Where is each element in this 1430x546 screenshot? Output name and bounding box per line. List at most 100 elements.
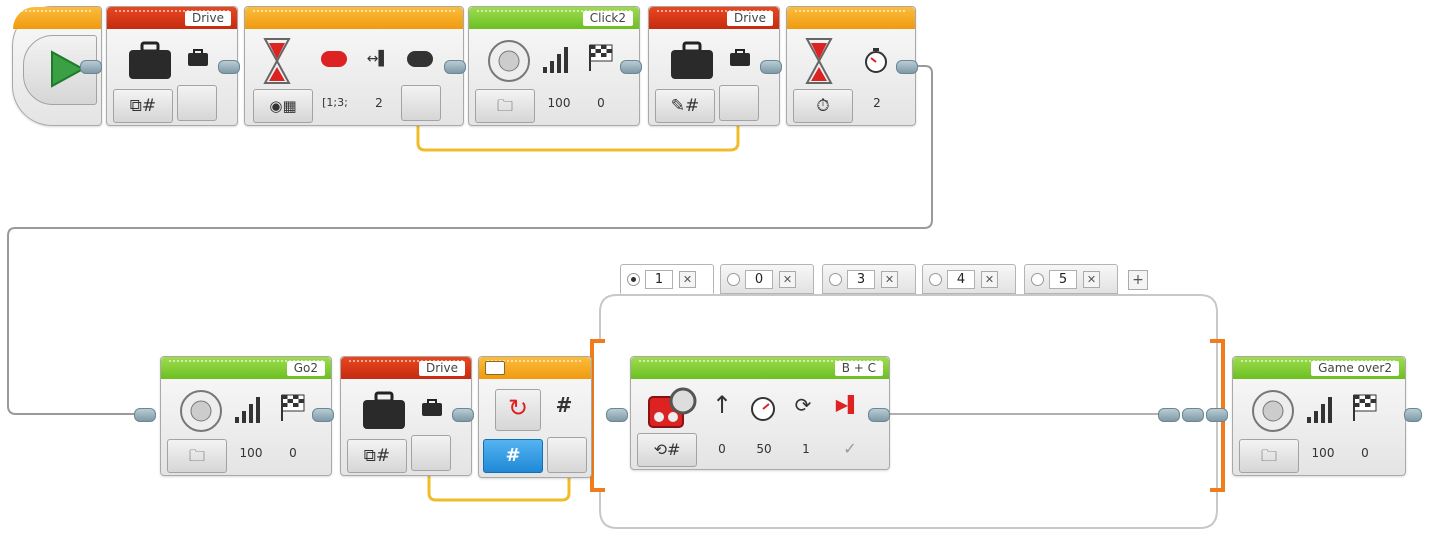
- my-block-drive-1[interactable]: Drive ⧉#: [106, 6, 238, 126]
- mode-selector[interactable]: ⧉#: [113, 89, 173, 123]
- folder-icon: 🗀: [496, 96, 513, 115]
- remove-case-icon[interactable]: ✕: [881, 271, 898, 288]
- remove-case-icon[interactable]: ✕: [1083, 271, 1100, 288]
- tank-motor-icon: [648, 387, 697, 428]
- default-case-radio[interactable]: [1031, 273, 1044, 286]
- motor-ports-label[interactable]: B + C: [834, 361, 883, 376]
- volume-value[interactable]: 100: [1311, 446, 1335, 460]
- my-block-drive-2[interactable]: Drive ✎#: [648, 6, 780, 126]
- switch-mode-block[interactable]: ↻ # #: [478, 356, 592, 478]
- block-header: [479, 357, 591, 379]
- case-value[interactable]: 1: [645, 270, 673, 289]
- volume-bars-icon: [543, 47, 568, 73]
- remove-case-icon[interactable]: ✕: [679, 271, 696, 288]
- case-value[interactable]: 0: [745, 270, 773, 289]
- checkered-flag-icon: [1353, 394, 1377, 421]
- case-value[interactable]: 3: [847, 270, 875, 289]
- input-slot[interactable]: [547, 437, 587, 473]
- sequence-plug[interactable]: [1206, 408, 1228, 422]
- switch-case-tab[interactable]: 1✕: [620, 264, 714, 294]
- play-type-value[interactable]: 0: [597, 96, 605, 110]
- stopwatch-icon: [865, 48, 887, 73]
- compare-param[interactable]: 2: [375, 96, 383, 110]
- rotations-icon: ⟳: [794, 393, 812, 417]
- output-slot[interactable]: [411, 435, 451, 471]
- default-case-radio[interactable]: [829, 273, 842, 286]
- sequence-plug[interactable]: [444, 60, 466, 74]
- sequence-plug[interactable]: [218, 60, 240, 74]
- sequence-plug[interactable]: [868, 408, 890, 422]
- mode-icon: ◉▦: [269, 97, 297, 115]
- switch-case-tab[interactable]: 4✕: [922, 264, 1016, 294]
- sequence-plug[interactable]: [134, 408, 156, 422]
- mode-selector[interactable]: ✎#: [655, 89, 715, 123]
- sequence-plug[interactable]: [1182, 408, 1204, 422]
- switch-case-tab[interactable]: 0✕: [720, 264, 814, 294]
- small-briefcase-icon: [730, 49, 750, 66]
- switch-open-bracket: [590, 339, 605, 492]
- play-icon[interactable]: [47, 49, 87, 89]
- sequence-plug[interactable]: [80, 60, 102, 74]
- mode-selector[interactable]: 🗀: [475, 89, 535, 123]
- folder-icon: 🗀: [188, 446, 205, 465]
- speaker-icon: [1252, 390, 1294, 432]
- brake-check-icon[interactable]: ✓: [843, 439, 857, 458]
- numeric-mode-selector[interactable]: #: [483, 439, 543, 473]
- sound-block-go2[interactable]: Go2 🗀 100 0: [160, 356, 332, 476]
- input-slot[interactable]: [177, 85, 217, 121]
- book-hash-icon: ⧉#: [129, 96, 157, 116]
- switch-case-tab[interactable]: 3✕: [822, 264, 916, 294]
- sound-block-game-over[interactable]: Game over2 🗀 100 0: [1232, 356, 1406, 476]
- input-slot[interactable]: [719, 85, 759, 121]
- play-type-value[interactable]: 0: [1361, 446, 1369, 460]
- output-slot[interactable]: [401, 85, 441, 121]
- volume-value[interactable]: 100: [239, 446, 263, 460]
- sequence-plug[interactable]: [760, 60, 782, 74]
- sequence-plug[interactable]: [452, 408, 474, 422]
- sequence-plug[interactable]: [312, 408, 334, 422]
- default-case-radio[interactable]: [627, 273, 640, 286]
- start-block-header: [13, 7, 101, 29]
- loop-arrow-icon: ↻: [507, 394, 529, 422]
- move-tank-block[interactable]: B + C ↑ ⟳ ▶▌ ⟲# 0 50 1 ✓: [630, 356, 890, 470]
- wait-timer-block[interactable]: ⏱ 2: [786, 6, 916, 126]
- default-case-radio[interactable]: [727, 273, 740, 286]
- volume-value[interactable]: 100: [547, 96, 571, 110]
- case-value[interactable]: 4: [947, 270, 975, 289]
- sensor-port-icon: [407, 51, 433, 67]
- steering-value[interactable]: 0: [718, 442, 726, 456]
- sequence-plug[interactable]: [620, 60, 642, 74]
- time-value[interactable]: 2: [873, 96, 881, 110]
- case-value[interactable]: 5: [1049, 270, 1077, 289]
- remove-case-icon[interactable]: ✕: [779, 271, 796, 288]
- sequence-plug-end[interactable]: [1404, 408, 1422, 422]
- mode-selector[interactable]: ⟲#: [637, 433, 697, 467]
- play-type-value[interactable]: 0: [289, 446, 297, 460]
- switch-case-tab[interactable]: 5✕: [1024, 264, 1118, 294]
- sequence-plug[interactable]: [1158, 408, 1180, 422]
- rotations-value[interactable]: 1: [802, 442, 810, 456]
- remove-case-icon[interactable]: ✕: [981, 271, 998, 288]
- sequence-plug[interactable]: [606, 408, 628, 422]
- compare-values[interactable]: [1;3;: [322, 96, 348, 109]
- block-label: Go2: [286, 361, 325, 376]
- mode-selector[interactable]: ◉▦: [253, 89, 313, 123]
- add-case-button[interactable]: +: [1128, 270, 1148, 290]
- wait-compare-block[interactable]: ↔▌ ◉▦ [1;3; 2: [244, 6, 464, 126]
- mode-selector[interactable]: ⧉#: [347, 439, 407, 473]
- start-block[interactable]: [12, 6, 102, 126]
- speaker-icon: [488, 40, 530, 82]
- power-value[interactable]: 50: [756, 442, 772, 456]
- sequence-plug[interactable]: [896, 60, 918, 74]
- mode-selector[interactable]: 🗀: [1239, 439, 1299, 473]
- my-block-drive-3[interactable]: Drive ⧉#: [340, 356, 472, 476]
- sequence-wire-row1-to-row2: [7, 65, 933, 415]
- checkered-flag-icon: [589, 44, 613, 71]
- block-label: Drive: [419, 361, 465, 376]
- mode-selector[interactable]: 🗀: [167, 439, 227, 473]
- timer-mode-icon: ⏱: [816, 96, 830, 116]
- block-label: Drive: [727, 11, 773, 26]
- default-case-radio[interactable]: [929, 273, 942, 286]
- sound-block-click2[interactable]: Click2 🗀 100 0: [468, 6, 640, 126]
- mode-selector[interactable]: ⏱: [793, 89, 853, 123]
